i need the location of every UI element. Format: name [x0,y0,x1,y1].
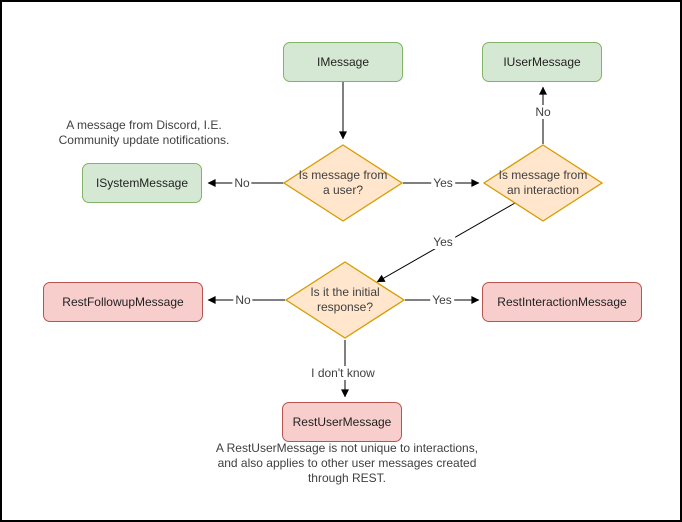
node-iusermessage: IUserMessage [482,42,602,82]
decision-is-message-from-user-label: Is message from a user? [298,168,388,197]
edge-label-yes-to-initial: Yes [431,235,455,249]
node-restinteractionmessage: RestInteractionMessage [482,282,642,322]
edge-label-no-to-usermessage: No [533,105,553,119]
diamond-shape [285,261,405,339]
diamond-shape [483,144,603,222]
node-iusermessage-label: IUserMessage [503,55,581,69]
note-rest-user-message: A RestUserMessage is not unique to inter… [215,441,479,485]
decision-is-message-from-interaction: Is message from an interaction [483,144,603,222]
note-system-message: A message from Discord, I.E. Community u… [58,118,230,147]
decision-is-message-from-user: Is message from a user? [283,144,403,222]
node-restfollowupmessage-label: RestFollowupMessage [62,295,184,309]
node-imessage-label: IMessage [316,55,370,69]
diamond-shape [283,144,403,222]
node-isystemmessage: ISystemMessage [82,163,202,203]
edge-label-no-to-systemmessage: No [232,176,252,190]
node-restusermessage: RestUserMessage [282,402,402,442]
node-restusermessage-label: RestUserMessage [292,415,392,429]
edge-label-i-dont-know: I don't know [309,366,377,380]
decision-is-message-from-interaction-label: Is message from an interaction [498,168,588,197]
decision-is-initial-response: Is it the initial response? [285,261,405,339]
node-imessage: IMessage [283,42,403,82]
node-isystemmessage-label: ISystemMessage [95,176,189,190]
node-restinteractionmessage-label: RestInteractionMessage [497,295,627,309]
decision-is-initial-response-label: Is it the initial response? [310,285,380,314]
edge-label-no-to-followup: No [233,293,253,307]
node-restfollowupmessage: RestFollowupMessage [43,282,203,322]
edge-label-yes-to-interactionmessage: Yes [430,293,454,307]
edge-label-yes-to-interaction: Yes [431,176,455,190]
